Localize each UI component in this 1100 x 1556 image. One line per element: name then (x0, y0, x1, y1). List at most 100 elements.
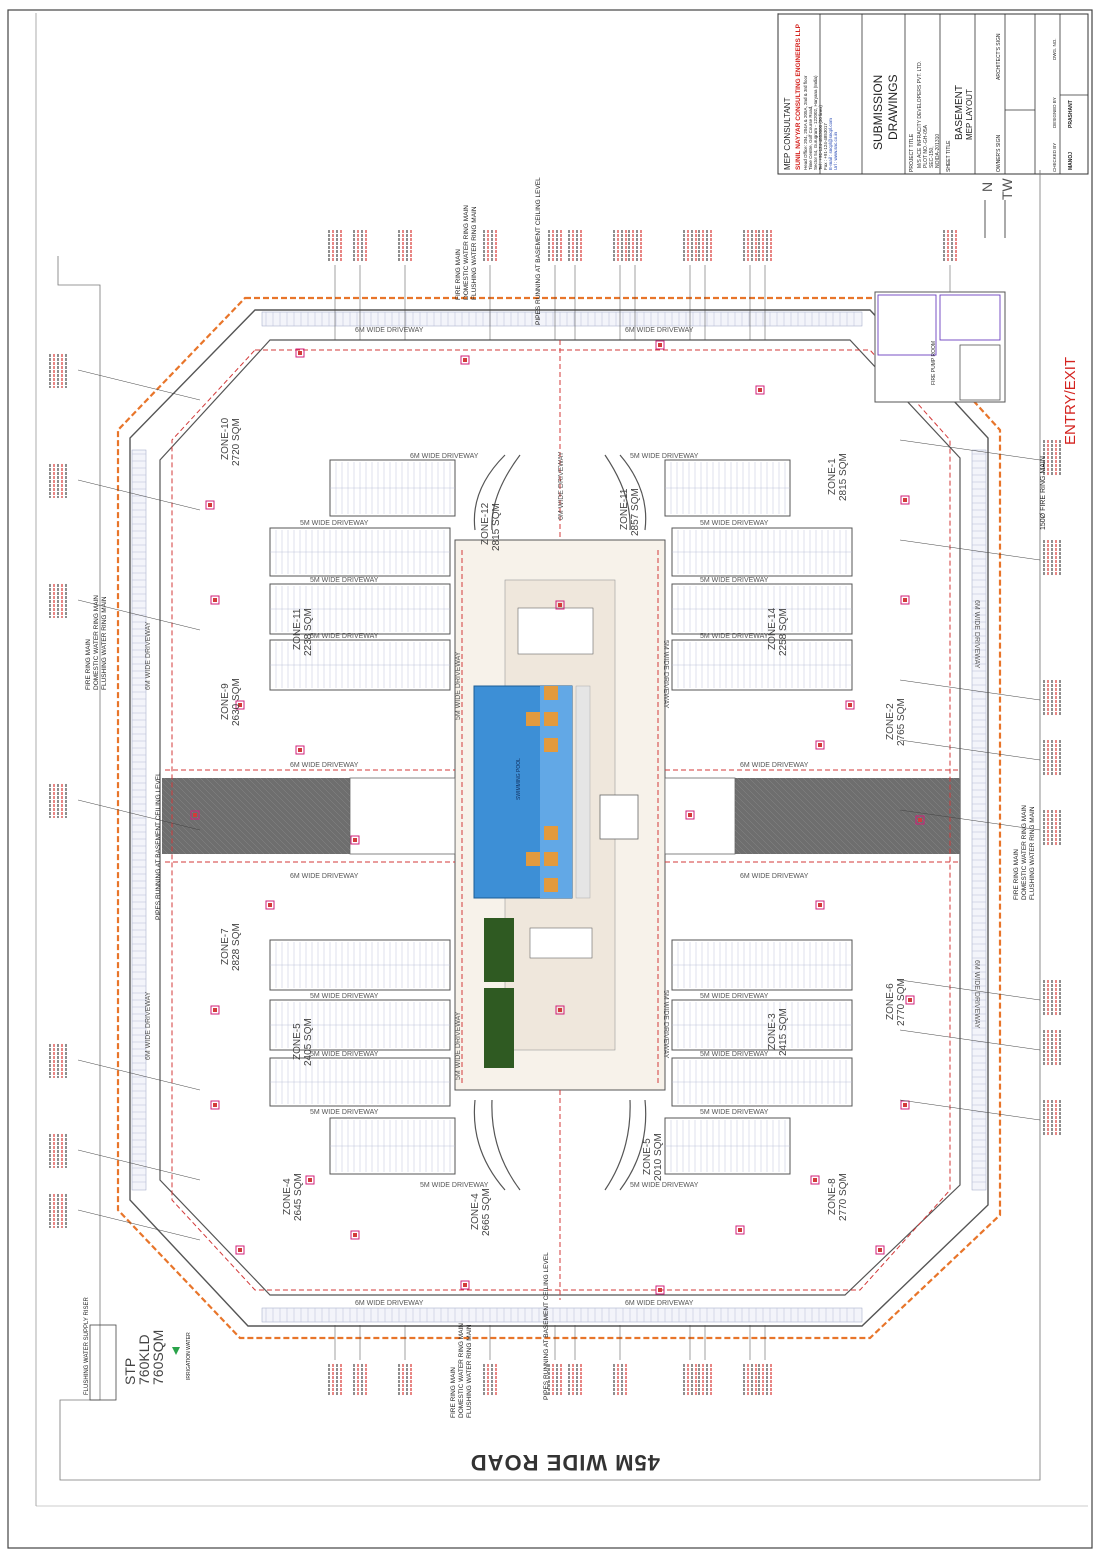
svg-text:2815 SQM: 2815 SQM (491, 503, 502, 551)
zone-label: ZONE-7 2828 SQM (220, 923, 242, 971)
project-title-label: PROJECT TITLE (909, 133, 915, 172)
firm-address-line: Fax : +91-124-4853017 (823, 123, 828, 170)
svg-text:2238 SQM: 2238 SQM (303, 608, 314, 656)
firm-name: SUNIL NAYYAR CONSULTING ENGINEERS LLP (795, 23, 802, 170)
svg-text:ZONE-7: ZONE-7 (220, 928, 231, 965)
zone-label: ZONE-14 2258 SQM (767, 607, 789, 656)
submission-title: SUBMISSION (871, 75, 885, 150)
svg-text:ZONE-14: ZONE-14 (767, 607, 778, 650)
firm-address-line: Tel : +91-124-4853000 (30 lines) (818, 105, 823, 170)
firm-address-line: Sector 54, Gurugram - 122002, Haryana (I… (813, 75, 818, 170)
driveway-label: 5M WIDE DRIVEWAY (700, 1109, 769, 1116)
north-arrow-icon: N TW (979, 177, 1015, 238)
svg-text:2770 SQM: 2770 SQM (838, 1173, 849, 1221)
zone-label: ZONE-4 2665 SQM (470, 1188, 492, 1236)
svg-text:ZONE-5: ZONE-5 (292, 1023, 303, 1060)
pipes-note-top: PIPES RUNNING AT BASEMENT CEILING LEVEL (535, 177, 542, 325)
driveway-label: 6M WIDE DRIVEWAY (145, 991, 152, 1060)
designed-by-value: PRASHANT (1068, 100, 1074, 128)
zone-label: ZONE-5 2010 SQM (642, 1133, 664, 1181)
svg-text:ZONE-2: ZONE-2 (885, 703, 896, 740)
svg-text:FLUSHING WATER RING MAIN: FLUSHING WATER RING MAIN (471, 206, 478, 300)
fire-pump-room: FIRE PUMP ROOM (874, 291, 1006, 403)
svg-text:ZONE-3: ZONE-3 (767, 1013, 778, 1050)
driveway-label: 6M WIDE DRIVEWAY (290, 873, 359, 880)
stp-area: 760SQM (150, 1330, 166, 1385)
architects-sign-label: ARCHITECT'S SIGN (996, 33, 1002, 80)
ring-main-note-bottom: FIRE RING MAIN DOMESTIC WATER RING MAIN … (450, 1323, 473, 1418)
driveway-labels: 6M WIDE DRIVEWAY 6M WIDE DRIVEWAY 6M WID… (290, 327, 809, 1307)
svg-text:2815 SQM: 2815 SQM (838, 453, 849, 501)
checked-by-value: MANOJ (1068, 152, 1074, 170)
svg-text:ZONE-12: ZONE-12 (480, 502, 491, 545)
svg-text:DOMESTIC WATER RING MAIN: DOMESTIC WATER RING MAIN (463, 205, 470, 300)
svg-text:2630 SQM: 2630 SQM (231, 678, 242, 726)
driveway-label: 5M WIDE DRIVEWAY (700, 577, 769, 584)
perimeter-parking (131, 311, 987, 1323)
svg-text:N: N (979, 182, 995, 192)
zone-label: ZONE-11 2857 SQM (619, 488, 641, 536)
ring-main-note-top: FIRE RING MAIN DOMESTIC WATER RING MAIN … (455, 205, 478, 300)
driveway-label: 5M WIDE DRIVEWAY (300, 520, 369, 527)
sheet-subtitle: MEP LAYOUT (965, 89, 974, 140)
firm-address-line: Time Centre, Golf Course Road, (808, 106, 813, 170)
pipes-note-bottom: PIPES RUNNING AT BASEMENT CEILING LEVEL (543, 1252, 550, 1400)
svg-text:ZONE-10: ZONE-10 (220, 417, 231, 460)
zone-label: ZONE-1 2815 SQM (827, 453, 849, 501)
driveway-label: 6M WIDE DRIVEWAY (740, 873, 809, 880)
driveway-label: 5M WIDE DRIVEWAY (455, 1011, 462, 1080)
mep-consultant-heading: MEP CONSULTANT (783, 97, 792, 170)
sheet-title: BASEMENT (954, 85, 965, 140)
svg-text:FLUSHING WATER RING MAIN: FLUSHING WATER RING MAIN (466, 1324, 473, 1418)
driveway-label: 6M WIDE DRIVEWAY (973, 960, 980, 1029)
stp-title: STP (122, 1358, 138, 1385)
zone-label: ZONE-9 2630 SQM (220, 678, 242, 726)
swimming-pool-label: SWIMMING POOL (516, 758, 522, 800)
driveway-label: 6M WIDE DRIVEWAY (355, 327, 424, 334)
driveway-label: 6M WIDE DRIVEWAY (145, 621, 152, 690)
mep-pipe-runs (165, 340, 960, 1300)
svg-text:DOMESTIC WATER RING MAIN: DOMESTIC WATER RING MAIN (93, 595, 100, 690)
svg-text:2857 SQM: 2857 SQM (630, 488, 641, 536)
designed-by-label: DESIGNED BY (1052, 97, 1057, 128)
driveway-label: 5M WIDE DRIVEWAY (630, 1182, 699, 1189)
driveway-label: 5M WIDE DRIVEWAY (310, 1051, 379, 1058)
svg-text:2720 SQM: 2720 SQM (231, 418, 242, 466)
driveway-label: 6M WIDE DRIVEWAY (625, 327, 694, 334)
pipes-note-left: PIPES RUNNING AT BASEMENT CEILING LEVEL (155, 772, 162, 920)
sheet-title-label: SHEET TITLE (946, 140, 952, 172)
project-line: M/S ACE INFRACITY DEVELOPERS PVT. LTD. (917, 61, 923, 168)
driveway-label: 6M WIDE DRIVEWAY (355, 1300, 424, 1307)
svg-text:ZONE-6: ZONE-6 (885, 983, 896, 1020)
project-line: PLOT NO.-GH-05A (923, 124, 929, 168)
ring-main-150-note: 150Ø FIRE RING MAIN (1040, 456, 1047, 530)
zone-label: ZONE-2 2765 SQM (885, 698, 907, 746)
project-line: NOIDA-201310 (935, 134, 941, 168)
svg-text:FIRE RING MAIN: FIRE RING MAIN (450, 1367, 457, 1418)
title-block: MEP CONSULTANT SUNIL NAYYAR CONSULTING E… (777, 13, 1089, 175)
road-label: 45M WIDE ROAD (470, 1450, 660, 1475)
driveway-label: 6M WIDE DRIVEWAY (558, 451, 565, 520)
svg-text:ZONE-11: ZONE-11 (619, 488, 630, 530)
svg-text:FLUSHING WATER RING MAIN: FLUSHING WATER RING MAIN (1029, 806, 1036, 900)
driveway-label: 5M WIDE DRIVEWAY (662, 640, 669, 709)
svg-text:ZONE-4: ZONE-4 (282, 1178, 293, 1215)
flushing-riser-label: FLUSHING WATER SUPPLY RISER (84, 1297, 90, 1395)
driveway-label: 5M WIDE DRIVEWAY (630, 453, 699, 460)
svg-text:ENTRY/EXIT: ENTRY/EXIT (1062, 357, 1079, 445)
svg-text:FLUSHING WATER RING MAIN: FLUSHING WATER RING MAIN (101, 596, 108, 690)
svg-text:DOMESTIC WATER RING MAIN: DOMESTIC WATER RING MAIN (458, 1323, 465, 1418)
driveway-label: 5M WIDE DRIVEWAY (662, 990, 669, 1059)
svg-text:2765 SQM: 2765 SQM (896, 698, 907, 746)
irrigation-label: IRRIGATION WATER (186, 1332, 192, 1380)
svg-text:FIRE PUMP ROOM: FIRE PUMP ROOM (931, 341, 937, 385)
svg-text:ZONE-9: ZONE-9 (220, 683, 231, 720)
svg-text:2770 SQM: 2770 SQM (896, 978, 907, 1026)
driveway-label: 5M WIDE DRIVEWAY (455, 651, 462, 720)
lawn-area (484, 918, 514, 982)
driveway-label: 5M WIDE DRIVEWAY (310, 993, 379, 1000)
svg-text:2828 SQM: 2828 SQM (231, 923, 242, 971)
firm-address-line: Url : www.snc.co.in (833, 131, 838, 170)
ring-main-note-right: FIRE RING MAIN DOMESTIC WATER RING MAIN … (1013, 805, 1036, 900)
svg-text:ZONE-11: ZONE-11 (292, 608, 303, 650)
